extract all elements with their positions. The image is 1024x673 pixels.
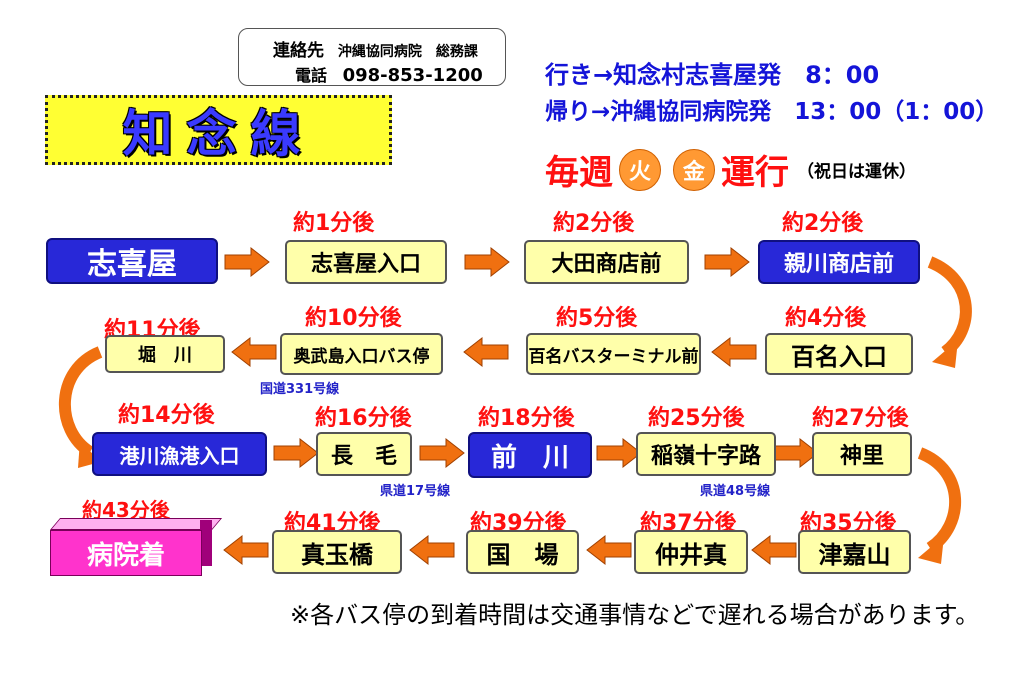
stop-hyakuna-iriguchi: 百名入口 <box>765 333 913 375</box>
inbound-schedule: 帰り→沖縄協同病院発 13：00（1：00） <box>545 99 999 125</box>
stop-kanzato: 神里 <box>812 432 912 476</box>
stop-hyakuna-bus-terminal: 百名バスターミナル前 <box>526 333 701 375</box>
stop-ota-shoten: 大田商店前 <box>524 240 689 284</box>
weekly-operation: 毎週 火 金 運行 （祝日は運休） <box>545 145 916 194</box>
time-label: 約4分後 <box>785 306 867 331</box>
outbound-schedule: 行き→知念村志喜屋発 8：00 <box>545 61 880 89</box>
stop-shikiya-iriguchi: 志喜屋入口 <box>285 240 447 284</box>
time-label: 約18分後 <box>478 406 575 431</box>
route-title: 知念線 <box>45 95 392 165</box>
time-label: 約16分後 <box>315 406 412 431</box>
time-label: 約25分後 <box>648 406 745 431</box>
weekly-suffix: 運行 <box>721 153 789 193</box>
road-label: 県道48号線 <box>700 484 771 499</box>
stop-hospital-arrival: 病院着 <box>50 530 202 576</box>
phone-label: 電話 <box>295 66 328 85</box>
curve-arrow-right-1 <box>927 256 972 357</box>
curve-arrow-right-2 <box>917 447 962 554</box>
time-label: 約14分後 <box>118 403 215 428</box>
contact-line: 連絡先 沖縄協同病院 総務課 <box>273 36 478 61</box>
time-label: 約27分後 <box>812 406 909 431</box>
stop-nagake: 長 毛 <box>316 432 412 476</box>
time-label: 約2分後 <box>782 211 864 236</box>
road-label: 県道17号線 <box>380 484 451 499</box>
day-tuesday-badge: 火 <box>619 148 661 191</box>
time-label: 約5分後 <box>556 306 638 331</box>
hospital-block-top <box>50 518 223 530</box>
day-friday-badge: 金 <box>673 148 715 191</box>
stop-shikiya: 志喜屋 <box>46 238 218 284</box>
holiday-note: （祝日は運休） <box>797 162 916 182</box>
contact-org: 沖縄協同病院 <box>337 44 422 60</box>
stop-tsukazan: 津嘉山 <box>798 530 911 574</box>
stop-ojima-iriguchi: 奥武島入口バス停 <box>280 333 443 375</box>
time-label: 約2分後 <box>553 211 635 236</box>
stop-kokuba: 国 場 <box>466 530 579 574</box>
contact-label: 連絡先 <box>273 41 324 61</box>
stop-maekawa: 前 川 <box>468 432 592 478</box>
time-label: 約1分後 <box>293 211 375 236</box>
stop-oyakawa-shoten: 親川商店前 <box>758 240 920 284</box>
stop-madanbashi: 真玉橋 <box>272 530 402 574</box>
contact-box: 連絡先 沖縄協同病院 総務課 電話 098-853-1200 <box>238 28 506 86</box>
contact-dept: 総務課 <box>435 44 478 60</box>
phone-line: 電話 098-853-1200 <box>295 62 483 86</box>
stop-minatogawa-gyoko: 港川漁港入口 <box>92 432 267 476</box>
weekly-prefix: 毎週 <box>545 153 613 193</box>
stop-nakaima: 仲井真 <box>634 530 748 574</box>
time-label: 約10分後 <box>305 306 402 331</box>
curve-arrow-left <box>58 346 103 458</box>
phone-number: 098-853-1200 <box>342 65 483 86</box>
road-label: 国道331号線 <box>260 382 340 397</box>
stop-horikawa: 堀 川 <box>105 335 225 373</box>
hospital-block-side <box>200 520 212 566</box>
delay-notice: ※各バス停の到着時間は交通事情などで遅れる場合があります。 <box>290 601 980 629</box>
stop-inamine-jujiro: 稲嶺十字路 <box>636 432 776 476</box>
